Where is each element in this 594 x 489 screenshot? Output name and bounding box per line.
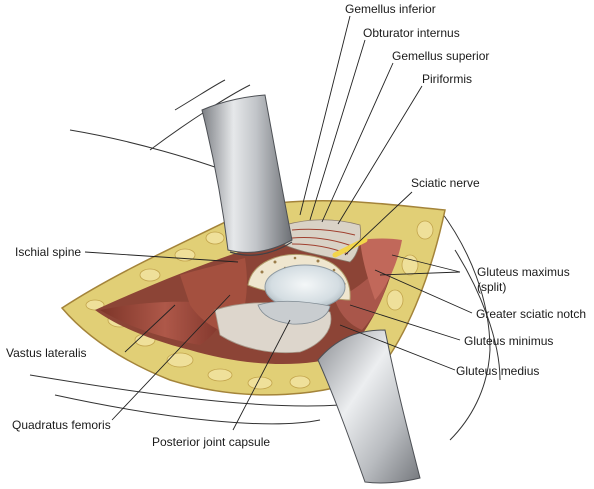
gluteus-maximus-split xyxy=(360,238,402,300)
label-posterior-joint-capsule: Posterior joint capsule xyxy=(152,435,271,449)
label-ischial-spine: Ischial spine xyxy=(15,245,82,259)
label-piriformis: Piriformis xyxy=(422,72,472,86)
lower-retractor xyxy=(317,329,421,484)
labrum xyxy=(257,300,331,325)
label-vastus-lateralis: Vastus lateralis xyxy=(6,346,87,360)
label-quadratus-femoris: Quadratus femoris xyxy=(12,418,111,432)
label-gemellus-superior: Gemellus superior xyxy=(392,49,490,63)
label-gluteus-maximus: Gluteus maximus xyxy=(477,265,570,279)
leader-lines xyxy=(84,15,473,431)
label-gluteus-medius: Gluteus medius xyxy=(456,364,540,378)
label-gluteus-minimus: Gluteus minimus xyxy=(464,334,554,348)
label-obturator-internus: Obturator internus xyxy=(363,26,460,40)
label-gemellus-inferior: Gemellus inferior xyxy=(345,2,436,16)
label-greater-sciatic-notch: Greater sciatic notch xyxy=(476,307,587,321)
upper-retractor xyxy=(201,94,293,256)
fat-lobules xyxy=(85,220,434,390)
sciatic-nerve xyxy=(332,237,368,258)
label-gluteus-maximus-split: (split) xyxy=(477,280,507,294)
label-sciatic-nerve: Sciatic nerve xyxy=(411,176,480,190)
